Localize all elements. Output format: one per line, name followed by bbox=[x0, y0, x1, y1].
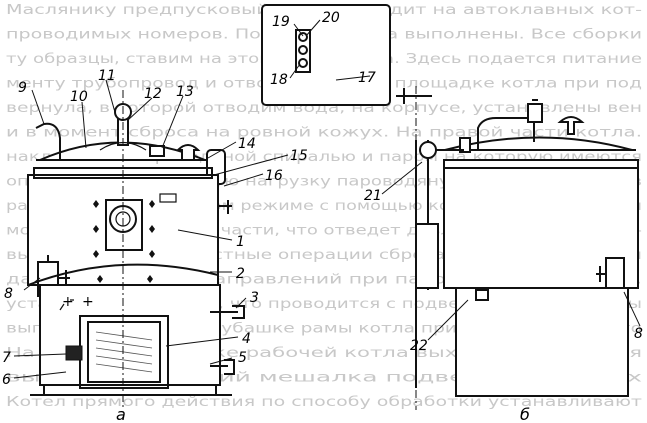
callout-22: 22 bbox=[410, 338, 428, 354]
callout-8-right: 8 bbox=[634, 326, 643, 342]
callout-15: 15 bbox=[290, 148, 308, 164]
svg-text:+: + bbox=[82, 294, 94, 310]
callout-4: 4 bbox=[242, 331, 251, 347]
kettle-side-view bbox=[396, 86, 639, 410]
callout-11: 11 bbox=[98, 68, 116, 84]
counterweight bbox=[415, 223, 439, 289]
control-panel bbox=[261, 4, 391, 106]
side-valve-right bbox=[605, 257, 625, 293]
kettle-front-view: + + bbox=[27, 90, 245, 410]
callout-7: 7 bbox=[2, 350, 11, 366]
callout-10: 10 bbox=[70, 89, 88, 105]
callout-1: 1 bbox=[236, 234, 245, 250]
indicator-lamp-top bbox=[298, 32, 308, 42]
callout-12: 12 bbox=[144, 86, 162, 102]
callout-3: 3 bbox=[250, 290, 259, 306]
callout-6: 6 bbox=[2, 372, 11, 388]
view-label-a: а bbox=[116, 405, 126, 423]
callout-17: 17 bbox=[358, 70, 376, 86]
background-text-line: вернула, в которой отводим вода, на корп… bbox=[6, 101, 642, 116]
thermostat bbox=[65, 345, 83, 361]
steam-pipe bbox=[477, 117, 535, 150]
callout-2: 2 bbox=[236, 266, 245, 282]
background-text-line: и в момент сброса на ровной кожух. На пр… bbox=[6, 126, 642, 141]
callout-9: 9 bbox=[18, 80, 27, 96]
callout-labels: 9 10 11 12 13 14 15 16 1 2 8 3 4 5 6 7 1… bbox=[2, 10, 643, 388]
kettle-base-side bbox=[455, 287, 629, 397]
rivets bbox=[93, 200, 155, 283]
indicator-lamp-middle bbox=[298, 45, 308, 55]
pivot-joint bbox=[419, 141, 437, 159]
callout-18: 18 bbox=[270, 72, 288, 88]
leader-lines bbox=[13, 19, 641, 379]
callout-21: 21 bbox=[364, 188, 382, 204]
callout-8-left: 8 bbox=[4, 286, 13, 302]
callout-20: 20 bbox=[322, 10, 340, 26]
control-panel-inset bbox=[261, 4, 391, 106]
callout-16: 16 bbox=[265, 168, 283, 184]
callout-13: 13 bbox=[176, 84, 194, 100]
callout-19: 19 bbox=[272, 14, 290, 30]
svg-text:+: + bbox=[62, 294, 74, 310]
water-faucet bbox=[35, 122, 61, 160]
callout-5: 5 bbox=[238, 350, 247, 366]
background-text-line: Котел прямого действия по способу обрабо… bbox=[6, 395, 643, 410]
view-label-b: б bbox=[520, 405, 530, 423]
indicator-lamp-bottom bbox=[298, 58, 308, 68]
callout-14: 14 bbox=[238, 136, 256, 152]
